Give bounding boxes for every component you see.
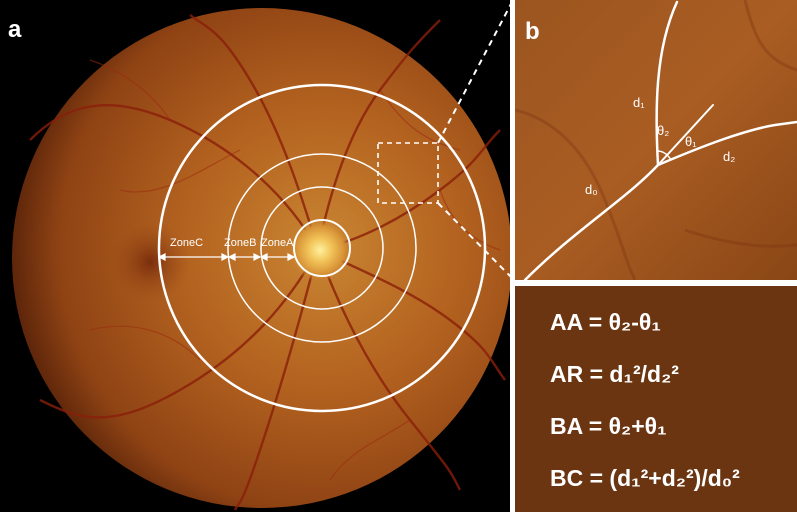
zoom-selection-box — [377, 142, 439, 204]
panel-b-letter: b — [525, 18, 540, 45]
formula-aa: AA = θ₂-θ₁ — [550, 309, 661, 335]
formulas-panel: AA = θ₂-θ₁ AR = d₁²/d₂² BA = θ₂+θ₁ BC = … — [515, 286, 797, 512]
vessel-centerlines — [523, 0, 797, 280]
d0-label: d₀ — [585, 182, 598, 197]
panel-a-fundus: a ZoneC ZoneB ZoneA — [0, 0, 510, 512]
formula-ar: AR = d₁²/d₂² — [550, 361, 679, 387]
zone-b-label: ZoneB — [224, 237, 257, 249]
theta1-label: θ₁ — [685, 134, 697, 149]
panel-a-letter: a — [8, 16, 22, 43]
panel-b-bifurcation: b d₁ θ₂ θ₁ d₂ d₀ — [515, 0, 797, 280]
d2-label: d₂ — [723, 149, 736, 164]
bifurcation-zoom-image — [515, 0, 797, 280]
fundus-image — [12, 3, 510, 511]
zone-arrows — [157, 253, 296, 261]
branch-vessel-d2 — [656, 120, 797, 167]
formula-ba: BA = θ₂+θ₁ — [550, 413, 667, 439]
angle-arcs — [657, 150, 672, 161]
parent-vessel-d0 — [523, 163, 660, 280]
optic-disc — [288, 218, 352, 282]
zone-circles — [157, 83, 487, 413]
retina-disc-background — [12, 8, 510, 508]
theta2-label: θ₂ — [657, 123, 670, 138]
retinal-vessels — [29, 14, 506, 511]
macula — [110, 222, 190, 302]
zone-c-label: ZoneC — [170, 237, 204, 249]
branch-vessel-d1 — [655, 0, 679, 167]
d1-label: d₁ — [633, 95, 645, 110]
zoom-connector-lines — [437, 3, 510, 278]
formula-bc: BC = (d₁²+d₂²)/d₀² — [550, 465, 740, 491]
zone-a-label: ZoneA — [261, 237, 294, 249]
